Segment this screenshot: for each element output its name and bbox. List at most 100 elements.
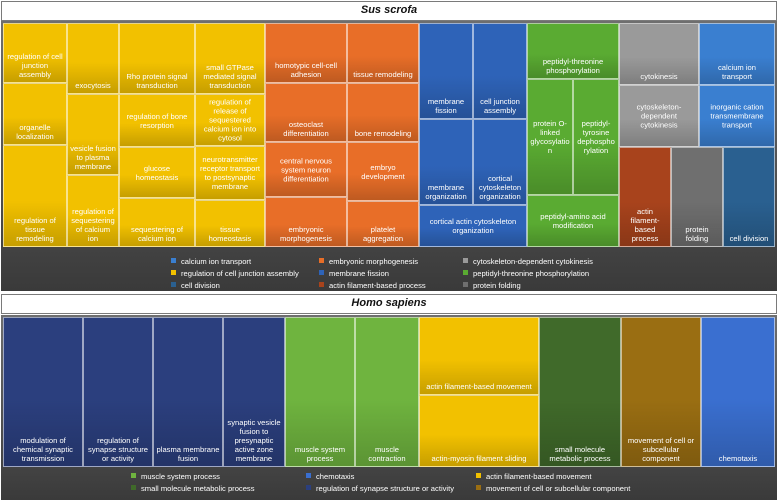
legend-item-small-molecule-metabolic-process: small molecule metabolic process — [131, 484, 255, 494]
treemap-tile-central-nervous-system-neuron-differentiation: central nervous system neuron differenti… — [265, 142, 347, 197]
legend-item-regulation-of-cell-junction-assembly: regulation of cell junction assembly — [171, 269, 299, 279]
treemap-tile-cytokinesis: cytokinesis — [619, 23, 699, 85]
treemap-tile-homotypic-cell-cell-adhesion: homotypic cell-cell adhesion — [265, 23, 347, 83]
tile-label: peptidyl-threonine phosphorylation — [542, 57, 604, 75]
tile-label: protein folding — [685, 225, 709, 243]
legend-item-embryonic-morphogenesis: embryonic morphogenesis — [319, 257, 418, 267]
treemap-tile-bone-remodeling: bone remodeling — [347, 83, 419, 142]
tile-label: osteoclast differentiation — [283, 120, 329, 138]
tile-label: chemotaxis — [718, 454, 758, 463]
treemap-tile-cell-division: cell division — [723, 147, 775, 247]
legend-label: embryonic morphogenesis — [329, 257, 419, 266]
legend-swatch — [476, 473, 481, 478]
tile-label: embryonic morphogenesis — [280, 225, 332, 243]
treemap-tile-synaptic-vesicle-fusion-to-presynaptic-active-zone-membrane: synaptic vesicle fusion to presynaptic a… — [223, 317, 285, 467]
homo-sapiens-legend: muscle system process chemotaxis actin fil… — [1, 468, 777, 500]
legend-item-cytoskeleton-dependent-cytokinesis: cytoskeleton-dependent cytokinesis — [463, 257, 593, 267]
treemap-tile-actin-myosin-filament-sliding: actin-myosin filament sliding — [419, 395, 539, 467]
legend-item-cell-division: cell division — [171, 281, 220, 291]
treemap-tile-regulation-of-cell-junction-assembly: regulation of cell junction assembly — [3, 23, 67, 83]
legend-label: membrane fission — [329, 269, 389, 278]
treemap-tile-tissue-remodeling: tissue remodeling — [347, 23, 419, 83]
legend-swatch — [131, 473, 136, 478]
treemap-tile-muscle-contraction: muscle contraction — [355, 317, 419, 467]
treemap-tile-inorganic-cation-transmembrane-transport: inorganic cation transmembrane transport — [699, 85, 775, 147]
legend-item-membrane-fission: membrane fission — [319, 269, 389, 279]
treemap-tile-actin-filament-based-process: actin filament-based process — [619, 147, 671, 247]
tile-label: glucose homeostasis — [135, 163, 179, 182]
tile-label: sequestering of calcium ion — [131, 225, 183, 243]
legend-swatch — [463, 270, 468, 275]
tile-label: embryo development — [361, 162, 405, 181]
tile-label: membrane fission — [427, 97, 465, 115]
treemap-tile-cytoskeleton-dependent-cytokinesis: cytoskeleton-dependent cytokinesis — [619, 85, 699, 147]
tile-label: small GTPase mediated signal transductio… — [203, 63, 257, 90]
legend-item-muscle-system-process: muscle system process — [131, 472, 220, 482]
tile-label: organelle localization — [16, 123, 54, 141]
treemap-tile-modulation-of-chemical-synaptic-transmission: modulation of chemical synaptic transmis… — [3, 317, 83, 467]
legend-swatch — [306, 473, 311, 478]
treemap-tile-membrane-fission: membrane fission — [419, 23, 473, 119]
legend-item-chemotaxis: chemotaxis — [306, 472, 354, 482]
treemap-tile-membrane-organization: membrane organization — [419, 119, 473, 205]
treemap-tile-movement-of-cell-or-subcellular-component: movement of cell or subcellular componen… — [621, 317, 701, 467]
legend-label: actin filament-based movement — [486, 472, 592, 481]
treemap-tile-exocytosis: exocytosis — [67, 23, 119, 94]
sus-scrofa-legend: calcium ion transport embryonic morphogen… — [1, 249, 777, 291]
legend-swatch — [463, 282, 468, 287]
legend-swatch — [319, 258, 324, 263]
legend-swatch — [171, 258, 176, 263]
treemap-tile-embryonic-morphogenesis: embryonic morphogenesis — [265, 197, 347, 247]
tile-label: cytoskeleton-dependent cytokinesis — [636, 102, 682, 130]
treemap-tile-regulation-of-bone-resorption: regulation of bone resorption — [119, 94, 195, 147]
tile-label: inorganic cation transmembrane transport — [710, 102, 764, 130]
tile-label: peptidyl-tyrosine dephosphorylation — [577, 119, 615, 155]
tile-label: regulation of bone resorption — [126, 111, 188, 130]
tile-label: actin filament-based process — [630, 207, 660, 243]
legend-item-peptidyl-threonine-phosphorylation: peptidyl-threonine phosphorylation — [463, 269, 589, 279]
treemap-tile-cell-junction-assembly: cell junction assembly — [473, 23, 527, 119]
treemap-tile-protein-folding: protein folding — [671, 147, 723, 247]
treemap-tile-glucose-homeostasis: glucose homeostasis — [119, 147, 195, 198]
tile-label: peptidyl-amino acid modification — [540, 212, 606, 230]
tile-label: protein O-linked glycosylation — [530, 119, 570, 155]
homo-sapiens-title: Homo sapiens — [351, 297, 427, 309]
treemap-tile-regulation-of-tissue-remodeling: regulation of tissue remodeling — [3, 145, 67, 247]
treemap-tile-small-molecule-metabolic-process: small molecule metabolic process — [539, 317, 621, 467]
legend-label: small molecule metabolic process — [141, 484, 255, 493]
treemap-tile-neurotransmitter-receptor-transport-to-postsynaptic-membrane: neurotransmitter receptor transport to p… — [195, 146, 265, 200]
treemap-tile-peptidyl-amino-acid-modification: peptidyl-amino acid modification — [527, 195, 619, 247]
treemap-tile-peptidyl-tyrosine-dephosphorylation: peptidyl-tyrosine dephosphorylation — [573, 79, 619, 195]
tile-label: tissue remodeling — [353, 70, 413, 79]
tile-label: actin filament-based movement — [426, 382, 532, 391]
tile-label: regulation of release of sequestered cal… — [203, 97, 257, 143]
tile-label: platelet aggregation — [362, 225, 404, 243]
tile-label: synaptic vesicle fusion to presynaptic a… — [227, 418, 281, 463]
tile-label: Rho protein signal transduction — [126, 72, 188, 90]
legend-swatch — [306, 485, 311, 490]
treemap-tile-muscle-system-process: muscle system process — [285, 317, 355, 467]
legend-item-actin-filament-based-process: actin filament-based process — [319, 281, 426, 291]
treemap-tile-regulation-of-sequestering-of-calcium-ion: regulation of sequestering of calcium io… — [67, 175, 119, 247]
sus-scrofa-title: Sus scrofa — [360, 4, 418, 16]
tile-label: muscle contraction — [368, 445, 406, 463]
tile-label: calcium ion transport — [718, 63, 756, 81]
tile-label: cortical actin cytoskeleton organization — [429, 217, 517, 235]
tile-label: membrane organization — [425, 183, 467, 201]
treemap-tile-regulation-of-release-of-sequestered-calcium-ion-into-cytosol: regulation of release of sequestered cal… — [195, 94, 265, 146]
treemap-tile-vesicle-fusion-to-plasma-membrane: vesicle fusion to plasma membrane — [67, 94, 119, 175]
legend-label: peptidyl-threonine phosphorylation — [473, 269, 590, 278]
tile-label: cortical cytoskeleton organization — [478, 174, 522, 201]
treemap-tile-platelet-aggregation: platelet aggregation — [347, 201, 419, 247]
legend-swatch — [319, 282, 324, 287]
legend-label: chemotaxis — [316, 472, 355, 481]
legend-label: calcium ion transport — [181, 257, 252, 266]
tile-label: cell division — [729, 234, 769, 243]
treemap-tile-embryo-development: embryo development — [347, 142, 419, 201]
legend-label: regulation of cell junction assembly — [181, 269, 299, 278]
sus-scrofa-title-band: Sus scrofa — [1, 1, 777, 21]
tile-label: exocytosis — [75, 81, 111, 90]
legend-label: movement of cell or subcellular componen… — [486, 484, 631, 493]
treemap-tile-rho-protein-signal-transduction: Rho protein signal transduction — [119, 23, 195, 94]
